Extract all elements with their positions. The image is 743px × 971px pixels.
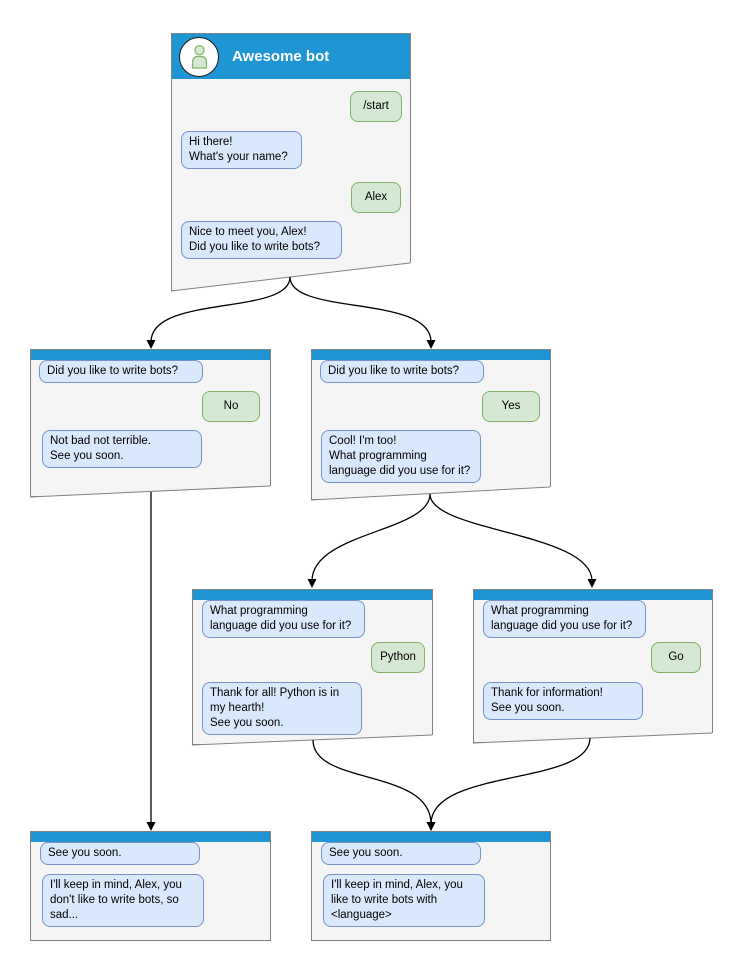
chat-minibar — [31, 350, 270, 360]
chat-window-end-yes: See you soon. I'll keep in mind, Alex, y… — [311, 831, 551, 941]
edge-python-to-end — [312, 739, 436, 831]
bot-message-bubble: See you soon. — [40, 842, 200, 865]
chat-minibar — [474, 590, 712, 600]
chat-minibar — [193, 590, 432, 600]
bot-message-bubble: What programming language did you use fo… — [202, 600, 365, 638]
edge-go-to-end — [426, 737, 591, 831]
bot-message-bubble: I'll keep in mind, Alex, you like to wri… — [323, 874, 485, 927]
chat-minibar — [312, 832, 550, 842]
bot-message-bubble: What programming language did you use fo… — [483, 600, 646, 638]
bot-message-bubble: Did you like to write bots? — [39, 360, 203, 383]
bot-message-bubble: I'll keep in mind, Alex, you don't like … — [42, 874, 204, 927]
bot-message-bubble: Thank for information! See you soon. — [483, 682, 643, 720]
bot-title: Awesome bot — [232, 48, 330, 65]
chat-window-end-no: See you soon. I'll keep in mind, Alex, y… — [30, 831, 271, 941]
bot-message-bubble: Nice to meet you, Alex! Did you like to … — [181, 221, 342, 259]
chat-window-lang-python: What programming language did you use fo… — [192, 589, 433, 745]
chat-window-main: Awesome bot /start Hi there! What's your… — [171, 33, 411, 291]
user-message-bubble: Yes — [482, 391, 540, 422]
bot-avatar — [179, 36, 219, 77]
bot-message-bubble: Cool! I'm too! What programming language… — [321, 430, 481, 483]
user-message-bubble: Go — [651, 642, 701, 673]
user-message-bubble: No — [202, 391, 260, 422]
edge-yes-to-python — [307, 493, 431, 588]
bot-message-bubble: Thank for all! Python is in my hearth! S… — [202, 682, 362, 735]
chat-minibar — [312, 350, 550, 360]
user-message-bubble: Python — [371, 642, 425, 673]
chat-titlebar: Awesome bot — [172, 34, 410, 79]
bot-message-bubble: Hi there! What's your name? — [181, 131, 302, 169]
person-icon — [191, 44, 207, 69]
user-message-bubble: /start — [350, 91, 402, 122]
user-message-bubble: Alex — [351, 182, 401, 213]
chat-window-branch-no: Did you like to write bots? No Not bad n… — [30, 349, 271, 497]
edge-yes-to-go — [429, 493, 597, 588]
bot-message-bubble: Did you like to write bots? — [320, 360, 484, 383]
bot-message-bubble: Not bad not terrible. See you soon. — [42, 430, 202, 468]
chat-window-lang-go: What programming language did you use fo… — [473, 589, 713, 743]
bot-message-bubble: See you soon. — [321, 842, 481, 865]
chat-window-branch-yes: Did you like to write bots? Yes Cool! I'… — [311, 349, 551, 500]
edge-main-to-yes — [289, 276, 436, 349]
chat-minibar — [31, 832, 270, 842]
